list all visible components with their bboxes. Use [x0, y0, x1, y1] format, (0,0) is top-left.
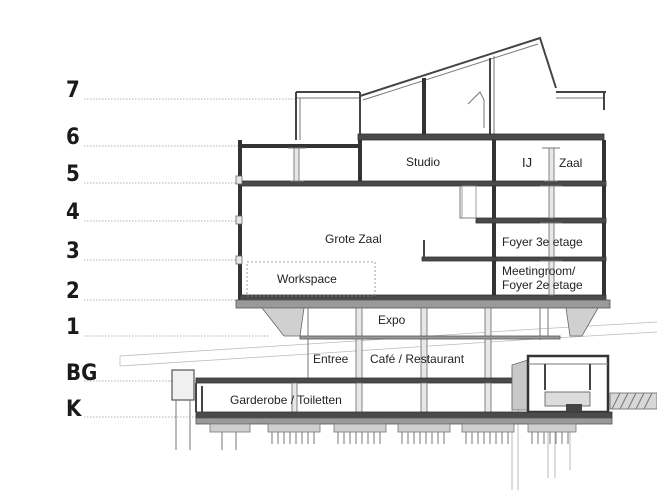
- level-label: 7: [66, 78, 80, 103]
- level-label: K: [66, 397, 82, 422]
- room-label-studio: Studio: [406, 155, 440, 169]
- level-label: 3: [66, 239, 80, 264]
- level-label: 1: [66, 315, 80, 340]
- room-label-cafe: Café / Restaurant: [370, 352, 465, 366]
- roof: [295, 36, 606, 140]
- room-label-foyer-3e: Foyer 3e etage: [502, 235, 583, 249]
- room-label-ij: IJ: [522, 155, 532, 170]
- workspace-outline: [246, 261, 376, 297]
- level-label: 5: [66, 162, 80, 187]
- slab-level-6: [357, 133, 605, 141]
- room-label-workspace: Workspace: [277, 272, 337, 286]
- room-label-entree: Entree: [313, 352, 349, 366]
- room-label-foyer-2e: Foyer 2e etage: [502, 278, 583, 292]
- earth-hatch: [609, 392, 657, 410]
- level-label: 4: [66, 200, 80, 225]
- level-guides: [84, 98, 296, 418]
- basement-structure: [195, 386, 613, 425]
- level-label: 2: [66, 279, 80, 304]
- room-label-zaal: Zaal: [559, 156, 582, 170]
- room-labels: Studio IJ Zaal Grote Zaal Foyer 3e etage…: [230, 155, 583, 407]
- foundation-piles: [209, 423, 577, 450]
- room-label-grote-zaal: Grote Zaal: [325, 232, 382, 246]
- level-labels: 7 6 5 4 3 2 1 BG K: [66, 78, 97, 422]
- room-label-expo: Expo: [378, 313, 406, 327]
- room-label-garderobe: Garderobe / Toiletten: [230, 393, 342, 407]
- annex-building: [526, 354, 610, 414]
- wall-details: [235, 175, 477, 265]
- room-label-meetingroom: Meetingroom/: [502, 264, 576, 278]
- level-1-structure: [261, 307, 599, 381]
- level-label: BG: [66, 361, 97, 386]
- floor-slabs: [235, 180, 611, 309]
- columns-upper: [288, 147, 562, 296]
- level-label: 6: [66, 125, 80, 150]
